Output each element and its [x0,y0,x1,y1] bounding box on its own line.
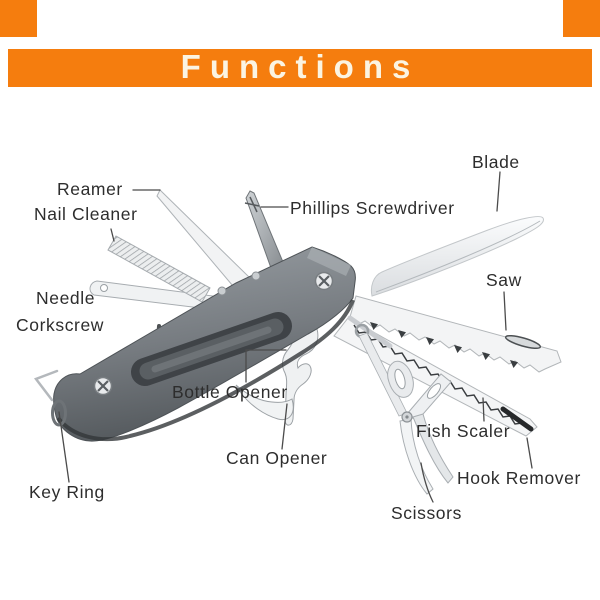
phillips-bit-graphic [244,190,284,269]
label-nail-cleaner: Nail Cleaner [34,204,138,224]
fish-scaler-graphic [333,317,538,437]
handle-pin [217,286,227,296]
label-hook-remover: Hook Remover [457,468,581,488]
leader-bottle-opener [245,349,287,383]
blade-graphic [370,216,545,297]
key-ring-graphic [33,369,67,427]
saw-graphic [349,295,562,373]
banner-title: Functions [180,48,420,85]
leader-key-ring [58,411,70,483]
top-right-corner-square [563,0,600,37]
label-bottle-opener: Bottle Opener [172,382,288,402]
label-reamer: Reamer [57,179,123,199]
label-saw: Saw [486,270,522,290]
handle-screw-right [314,271,334,291]
handle-graphic [53,246,356,442]
label-key-ring: Key Ring [29,482,105,502]
leader-saw [503,291,507,331]
leader-nail-cleaner [110,228,115,242]
leader-fish-scaler [482,397,485,422]
label-scissors: Scissors [391,503,462,523]
label-phillips-screwdriver: Phillips Screwdriver [290,198,455,218]
label-blade: Blade [472,152,520,172]
scissors-graphic [347,315,454,495]
handle-screw-left [93,376,113,396]
label-needle: Needle [36,288,96,308]
leader-blade [496,171,501,212]
leader-scissors [420,462,434,503]
label-fish-scaler: Fish Scaler [416,421,511,441]
handle-pin [251,271,261,281]
top-left-corner-square [0,0,37,37]
label-corkscrew: Corkscrew [16,315,105,335]
leader-hook-remover [526,437,533,469]
leader-lines [58,171,533,503]
leader-can-opener [281,403,288,450]
functions-banner: Functions [8,48,592,87]
label-can-opener: Can Opener [226,448,328,468]
hook-remover-notch [500,406,534,432]
